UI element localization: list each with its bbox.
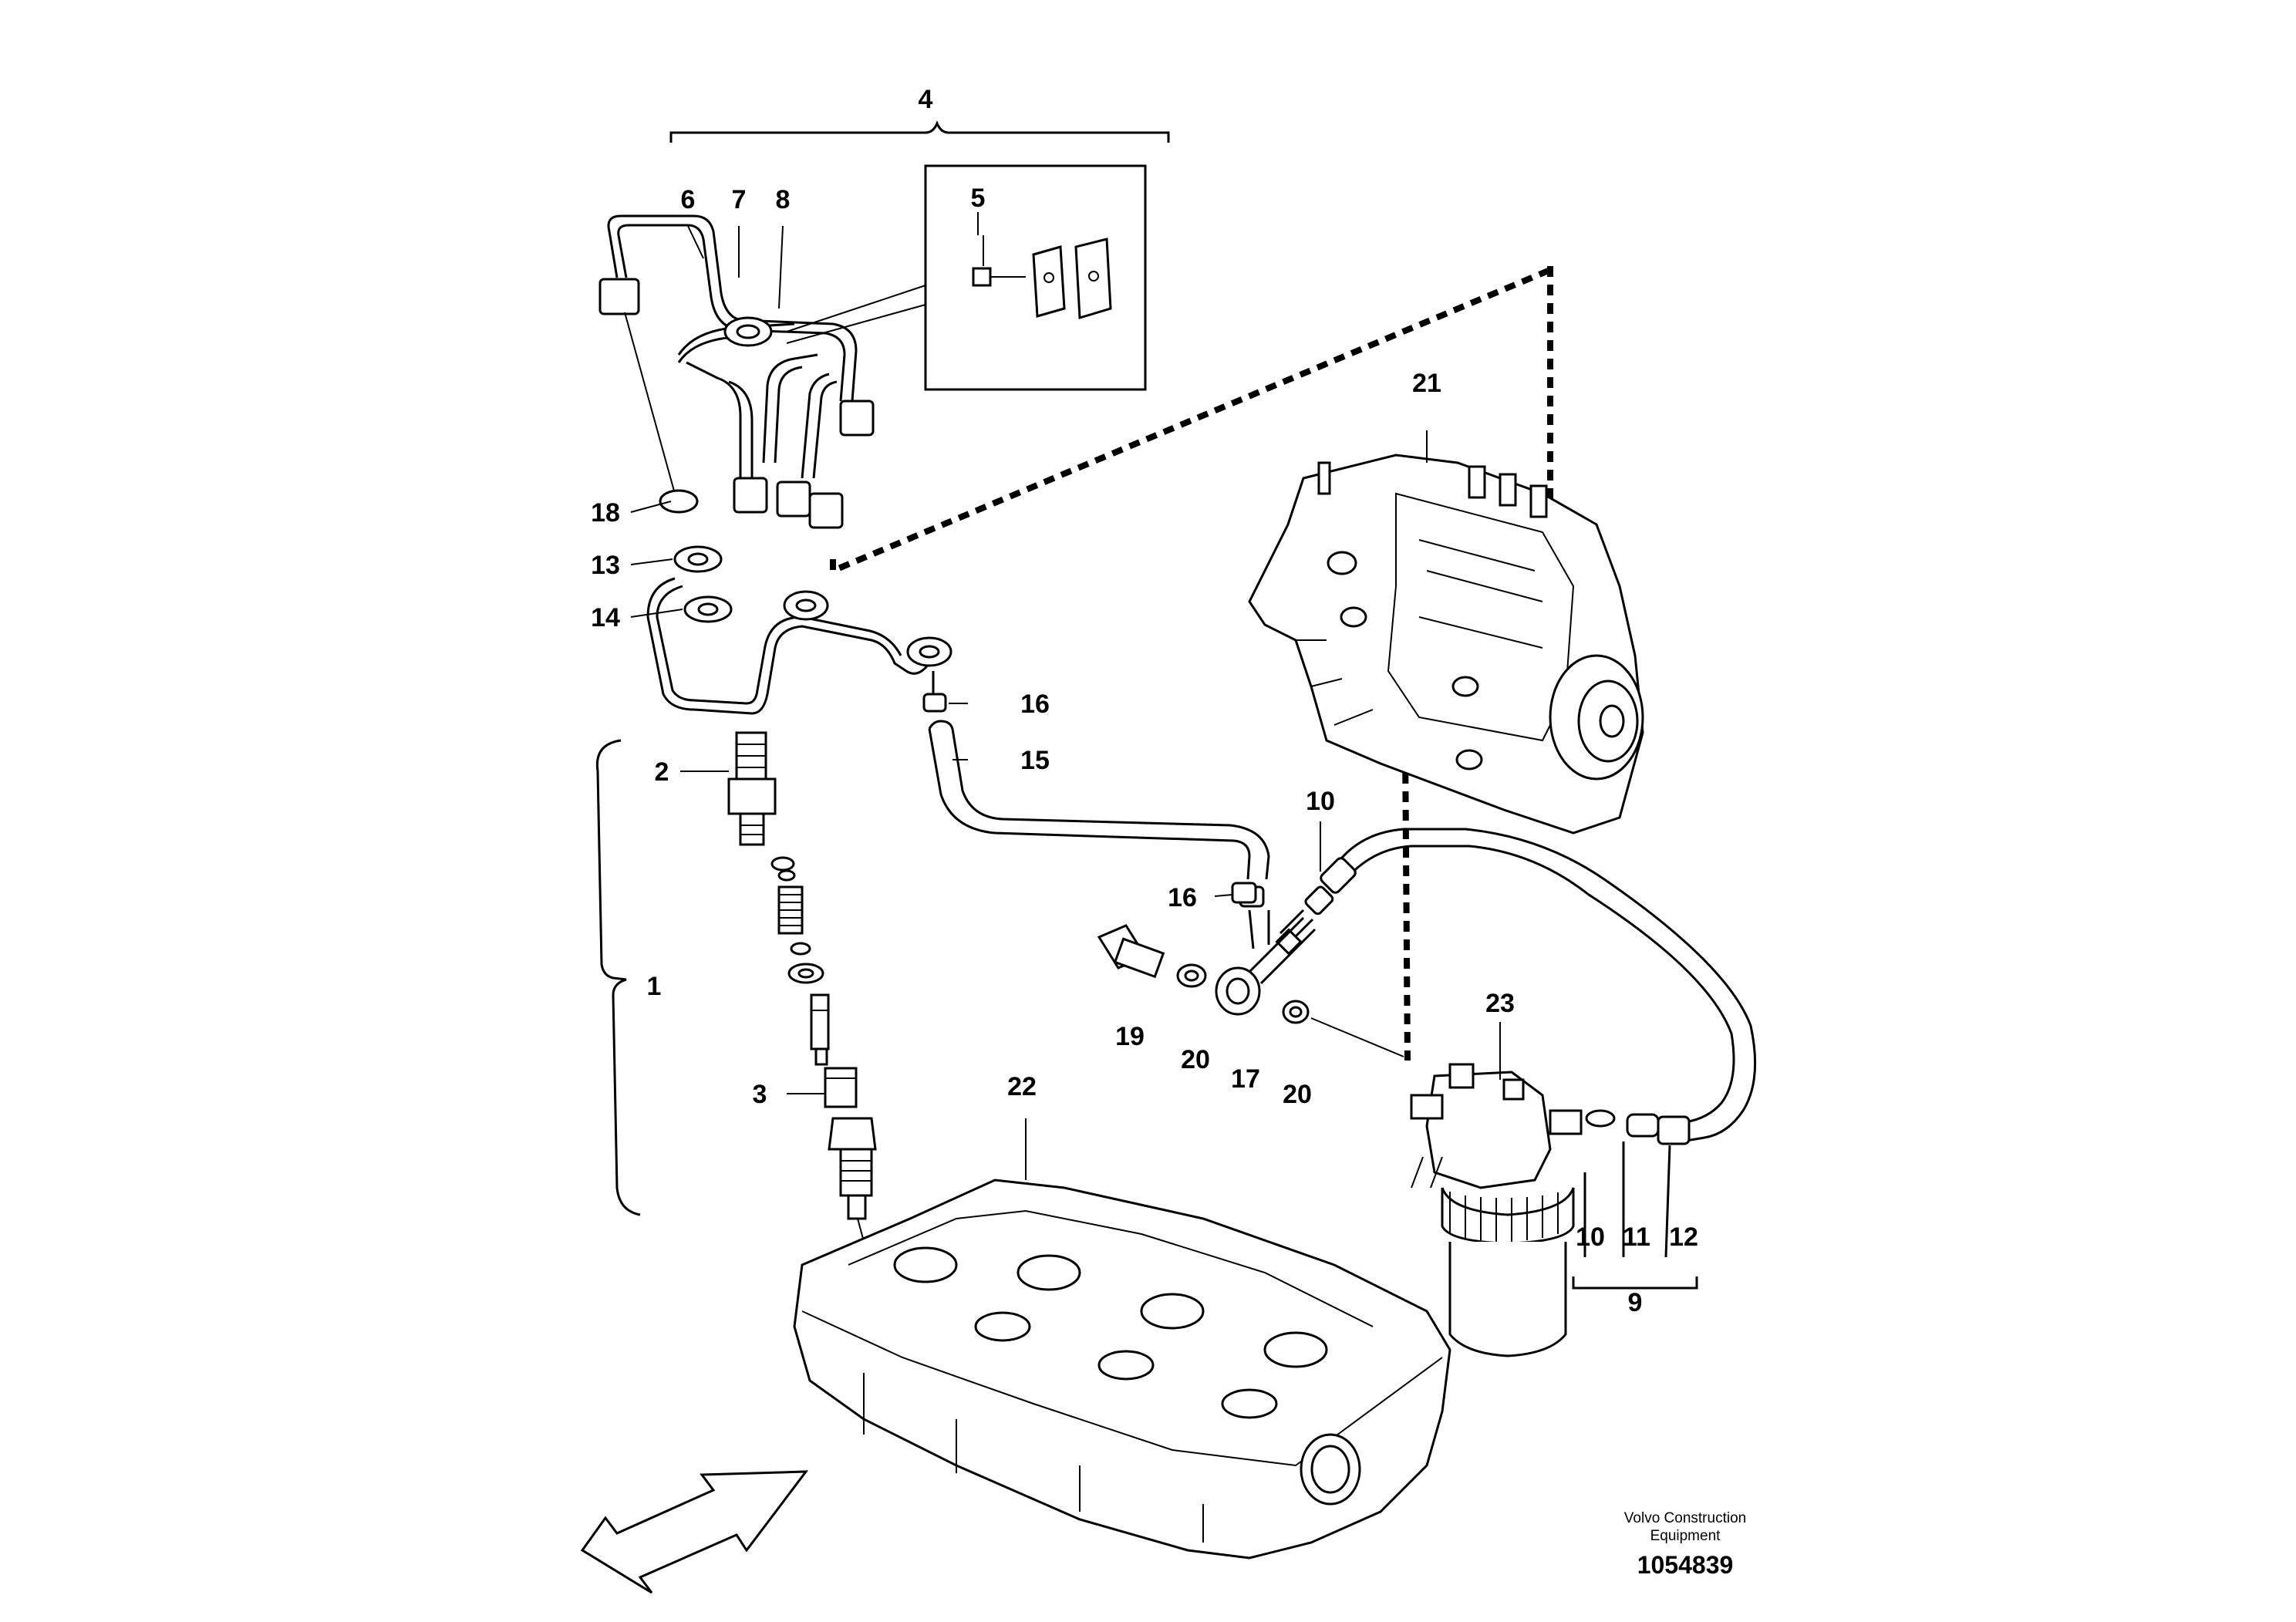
callout-3: 3 <box>753 1080 767 1109</box>
callout-15: 15 <box>1020 746 1050 775</box>
callout-18: 18 <box>591 498 620 528</box>
callout-2: 2 <box>655 757 669 787</box>
callout-13: 13 <box>591 551 620 580</box>
callout-20-right: 20 <box>1283 1080 1312 1109</box>
callout-22: 22 <box>1007 1072 1037 1101</box>
dashed-leaders <box>830 266 1553 1061</box>
callout-7: 7 <box>732 185 747 214</box>
callout-23: 23 <box>1485 989 1515 1018</box>
callout-20-left: 20 <box>1181 1045 1210 1074</box>
return-hose-9 <box>1275 828 1757 1290</box>
callout-9: 9 <box>1628 1288 1643 1317</box>
callout-12: 12 <box>1669 1222 1698 1252</box>
callout-1: 1 <box>647 972 662 1001</box>
callout-10-top: 10 <box>1306 787 1335 816</box>
leader-lines <box>630 212 1428 1094</box>
callout-5: 5 <box>971 184 986 213</box>
callout-labels: 4 6 7 8 5 21 18 13 14 16 15 2 10 16 1 23… <box>591 85 1698 1317</box>
callout-16-mid: 16 <box>1168 883 1197 912</box>
callout-17: 17 <box>1231 1064 1260 1094</box>
callout-14: 14 <box>591 603 620 632</box>
caption-company-line1: Volvo Construction <box>1624 1510 1746 1526</box>
banjo-fittings <box>1097 882 1404 1057</box>
leak-off-pipe <box>646 489 952 715</box>
direction-arrow-icon <box>580 1470 809 1594</box>
detail-inset-clamp <box>786 164 1147 391</box>
injector-stack <box>595 731 888 1327</box>
injection-pipes <box>598 214 875 529</box>
callout-10-bottom: 10 <box>1576 1222 1605 1252</box>
callout-11: 11 <box>1623 1222 1650 1252</box>
callout-8: 8 <box>776 185 791 214</box>
callout-19: 19 <box>1115 1022 1145 1051</box>
hose-15 <box>922 671 1270 949</box>
fuel-injection-pump <box>1248 454 1644 835</box>
callout-4: 4 <box>919 85 933 114</box>
callout-16-top: 16 <box>1020 690 1050 719</box>
cylinder-head <box>793 1118 1451 1560</box>
caption-block: Volvo Construction Equipment 1054839 <box>1624 1510 1746 1579</box>
callout-21: 21 <box>1412 369 1441 398</box>
fuel-filter <box>1410 1022 1583 1357</box>
document-number: 1054839 <box>1637 1551 1734 1579</box>
bracket-group-4 <box>669 120 1170 143</box>
caption-company-line2: Equipment <box>1650 1528 1721 1544</box>
callout-6: 6 <box>681 185 696 214</box>
